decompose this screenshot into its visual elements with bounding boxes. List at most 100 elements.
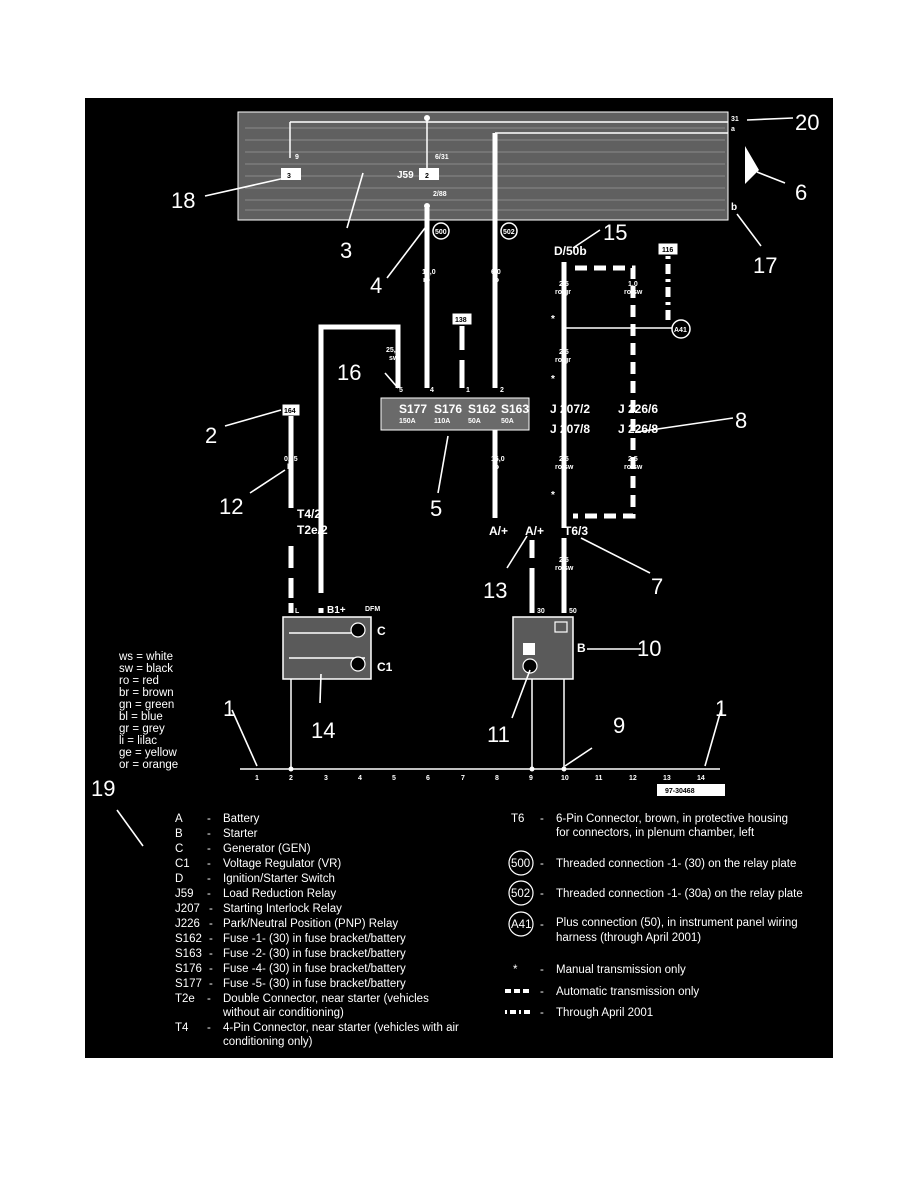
wire-size-w3: 25,0 xyxy=(386,347,400,354)
svg-text:S177: S177 xyxy=(175,978,202,990)
label-t6-3: T6/3 xyxy=(564,524,588,538)
wiring-diagram: 3 2 J59 6/31 2/88 9 31 a b 500 502 16,0 … xyxy=(91,110,819,1048)
svg-text:16: 16 xyxy=(337,360,361,385)
svg-text:Starting Interlock Relay: Starting Interlock Relay xyxy=(223,903,342,915)
svg-text:S162: S162 xyxy=(175,933,202,945)
legend-connection-502-icon xyxy=(508,880,534,906)
svg-text:1: 1 xyxy=(223,696,235,721)
gen-pin-l: L xyxy=(295,608,300,615)
svg-text:6: 6 xyxy=(426,775,430,782)
svg-text:Load Reduction Relay: Load Reduction Relay xyxy=(223,888,336,900)
connection-502: 502 xyxy=(500,222,518,240)
svg-text:1: 1 xyxy=(715,696,727,721)
svg-text:-: - xyxy=(207,993,211,1005)
svg-text:T4: T4 xyxy=(175,1022,189,1034)
svg-text:Voltage Regulator (VR): Voltage Regulator (VR) xyxy=(223,858,341,870)
svg-text:conditioning only): conditioning only) xyxy=(223,1036,313,1048)
svg-text:ge = yellow: ge = yellow xyxy=(119,747,178,759)
svg-text:Fuse -2- (30) in fuse bracket/: Fuse -2- (30) in fuse bracket/battery xyxy=(223,948,406,960)
svg-text:ws = white: ws = white xyxy=(118,651,173,663)
relay-j59-label: J59 xyxy=(397,170,414,181)
svg-text:-: - xyxy=(540,964,544,976)
gen-label-c1: C1 xyxy=(377,660,393,674)
svg-text:4: 4 xyxy=(430,387,434,394)
svg-text:gr = grey: gr = grey xyxy=(119,723,165,735)
svg-text:T6: T6 xyxy=(511,813,524,825)
wire-size-w1: 16,0 xyxy=(422,269,436,276)
svg-text:S163: S163 xyxy=(501,402,529,416)
wire-color-w3: sw xyxy=(389,355,399,362)
label-j226-8: J 226/8 xyxy=(618,422,658,436)
label-a-plus: A/+ xyxy=(489,524,508,538)
svg-text:gn = green: gn = green xyxy=(119,699,174,711)
relay-pin-left: 9 xyxy=(295,154,299,161)
svg-text:-: - xyxy=(207,873,211,885)
color-legend: ws = white sw = black ro = red br = brow… xyxy=(118,651,178,771)
svg-text:14: 14 xyxy=(697,775,705,782)
fuse-s176: S176 110A 4 xyxy=(430,387,462,425)
svg-text:13: 13 xyxy=(663,775,671,782)
svg-text:Plus connection (50), in instr: Plus connection (50), in instrument pane… xyxy=(556,917,798,929)
wire-color-w5: bl xyxy=(287,464,293,471)
svg-text:1: 1 xyxy=(255,775,259,782)
relay-slot-2: 2 xyxy=(425,173,429,180)
svg-text:S176: S176 xyxy=(434,402,462,416)
svg-text:13: 13 xyxy=(483,578,507,603)
wire-size-w5: 0,35 xyxy=(284,456,298,463)
svg-text:sw = black: sw = black xyxy=(119,663,173,675)
wire-size-w6: 2,5 xyxy=(559,281,569,288)
box-116 xyxy=(658,243,678,255)
svg-text:8: 8 xyxy=(735,408,747,433)
svg-text:12: 12 xyxy=(629,775,637,782)
svg-text:-: - xyxy=(540,1007,544,1019)
wire-color-w11: ro/sw xyxy=(555,565,574,572)
plate-b-label: b xyxy=(731,202,737,213)
star-2: * xyxy=(551,374,555,385)
svg-text:Park/Neutral Position (PNP) Re: Park/Neutral Position (PNP) Relay xyxy=(223,918,398,930)
svg-text:7: 7 xyxy=(651,574,663,599)
wire-size-w9: 2,5 xyxy=(559,456,569,463)
wire-size-w4: 16,0 xyxy=(491,456,505,463)
svg-text:-: - xyxy=(207,828,211,840)
svg-text:9: 9 xyxy=(529,775,533,782)
svg-text:7: 7 xyxy=(461,775,465,782)
starter: 30 50 B xyxy=(512,608,586,680)
wire-color-w4: ro xyxy=(492,464,499,471)
fuse-bracket: S177 150A 5 S176 110A 4 S162 50A 1 S163 … xyxy=(380,387,530,431)
svg-text:150A: 150A xyxy=(399,418,416,425)
label-a-plus-starter: A/+ xyxy=(525,524,544,538)
svg-text:5: 5 xyxy=(430,496,442,521)
svg-text:-: - xyxy=(209,978,213,990)
svg-text:17: 17 xyxy=(753,253,777,278)
diagram-id-box xyxy=(657,784,725,796)
svg-text:-: - xyxy=(207,888,211,900)
star-3: * xyxy=(551,490,555,501)
svg-text:11: 11 xyxy=(487,722,510,747)
motor-symbol-icon xyxy=(522,658,538,674)
wire-size-w2: 6,0 xyxy=(491,269,501,276)
relay-pin-label-bottom: 2/88 xyxy=(433,191,447,198)
svg-text:-: - xyxy=(207,843,211,855)
fuse-s177: S177 150A 5 xyxy=(399,387,427,425)
label-t4-2: T4/2 xyxy=(297,507,321,521)
svg-text:-: - xyxy=(207,813,211,825)
svg-text:10: 10 xyxy=(637,636,661,661)
svg-text:C: C xyxy=(175,843,183,855)
svg-text:Double Connector, near starter: Double Connector, near starter (vehicles xyxy=(223,993,429,1005)
svg-text:9: 9 xyxy=(613,713,625,738)
svg-text:-: - xyxy=(209,933,213,945)
svg-text:-: - xyxy=(207,858,211,870)
svg-text:Generator (GEN): Generator (GEN) xyxy=(223,843,311,855)
component-legend: A-Battery B-Starter C-Generator (GEN) C1… xyxy=(175,813,459,1048)
svg-text:-: - xyxy=(540,919,544,931)
svg-text:-: - xyxy=(209,963,213,975)
label-j226-6: J 226/6 xyxy=(618,402,658,416)
svg-text:-: - xyxy=(540,888,544,900)
svg-text:Fuse -5- (30) in fuse bracket/: Fuse -5- (30) in fuse bracket/battery xyxy=(223,978,406,990)
ground-pin-a: a xyxy=(731,126,735,133)
svg-text:12: 12 xyxy=(219,494,243,519)
gen-pin-b1: B1+ xyxy=(327,605,346,616)
svg-text:502: 502 xyxy=(511,888,530,900)
label-j207-8: J 207/8 xyxy=(550,422,590,436)
callout-arrows xyxy=(116,117,794,847)
